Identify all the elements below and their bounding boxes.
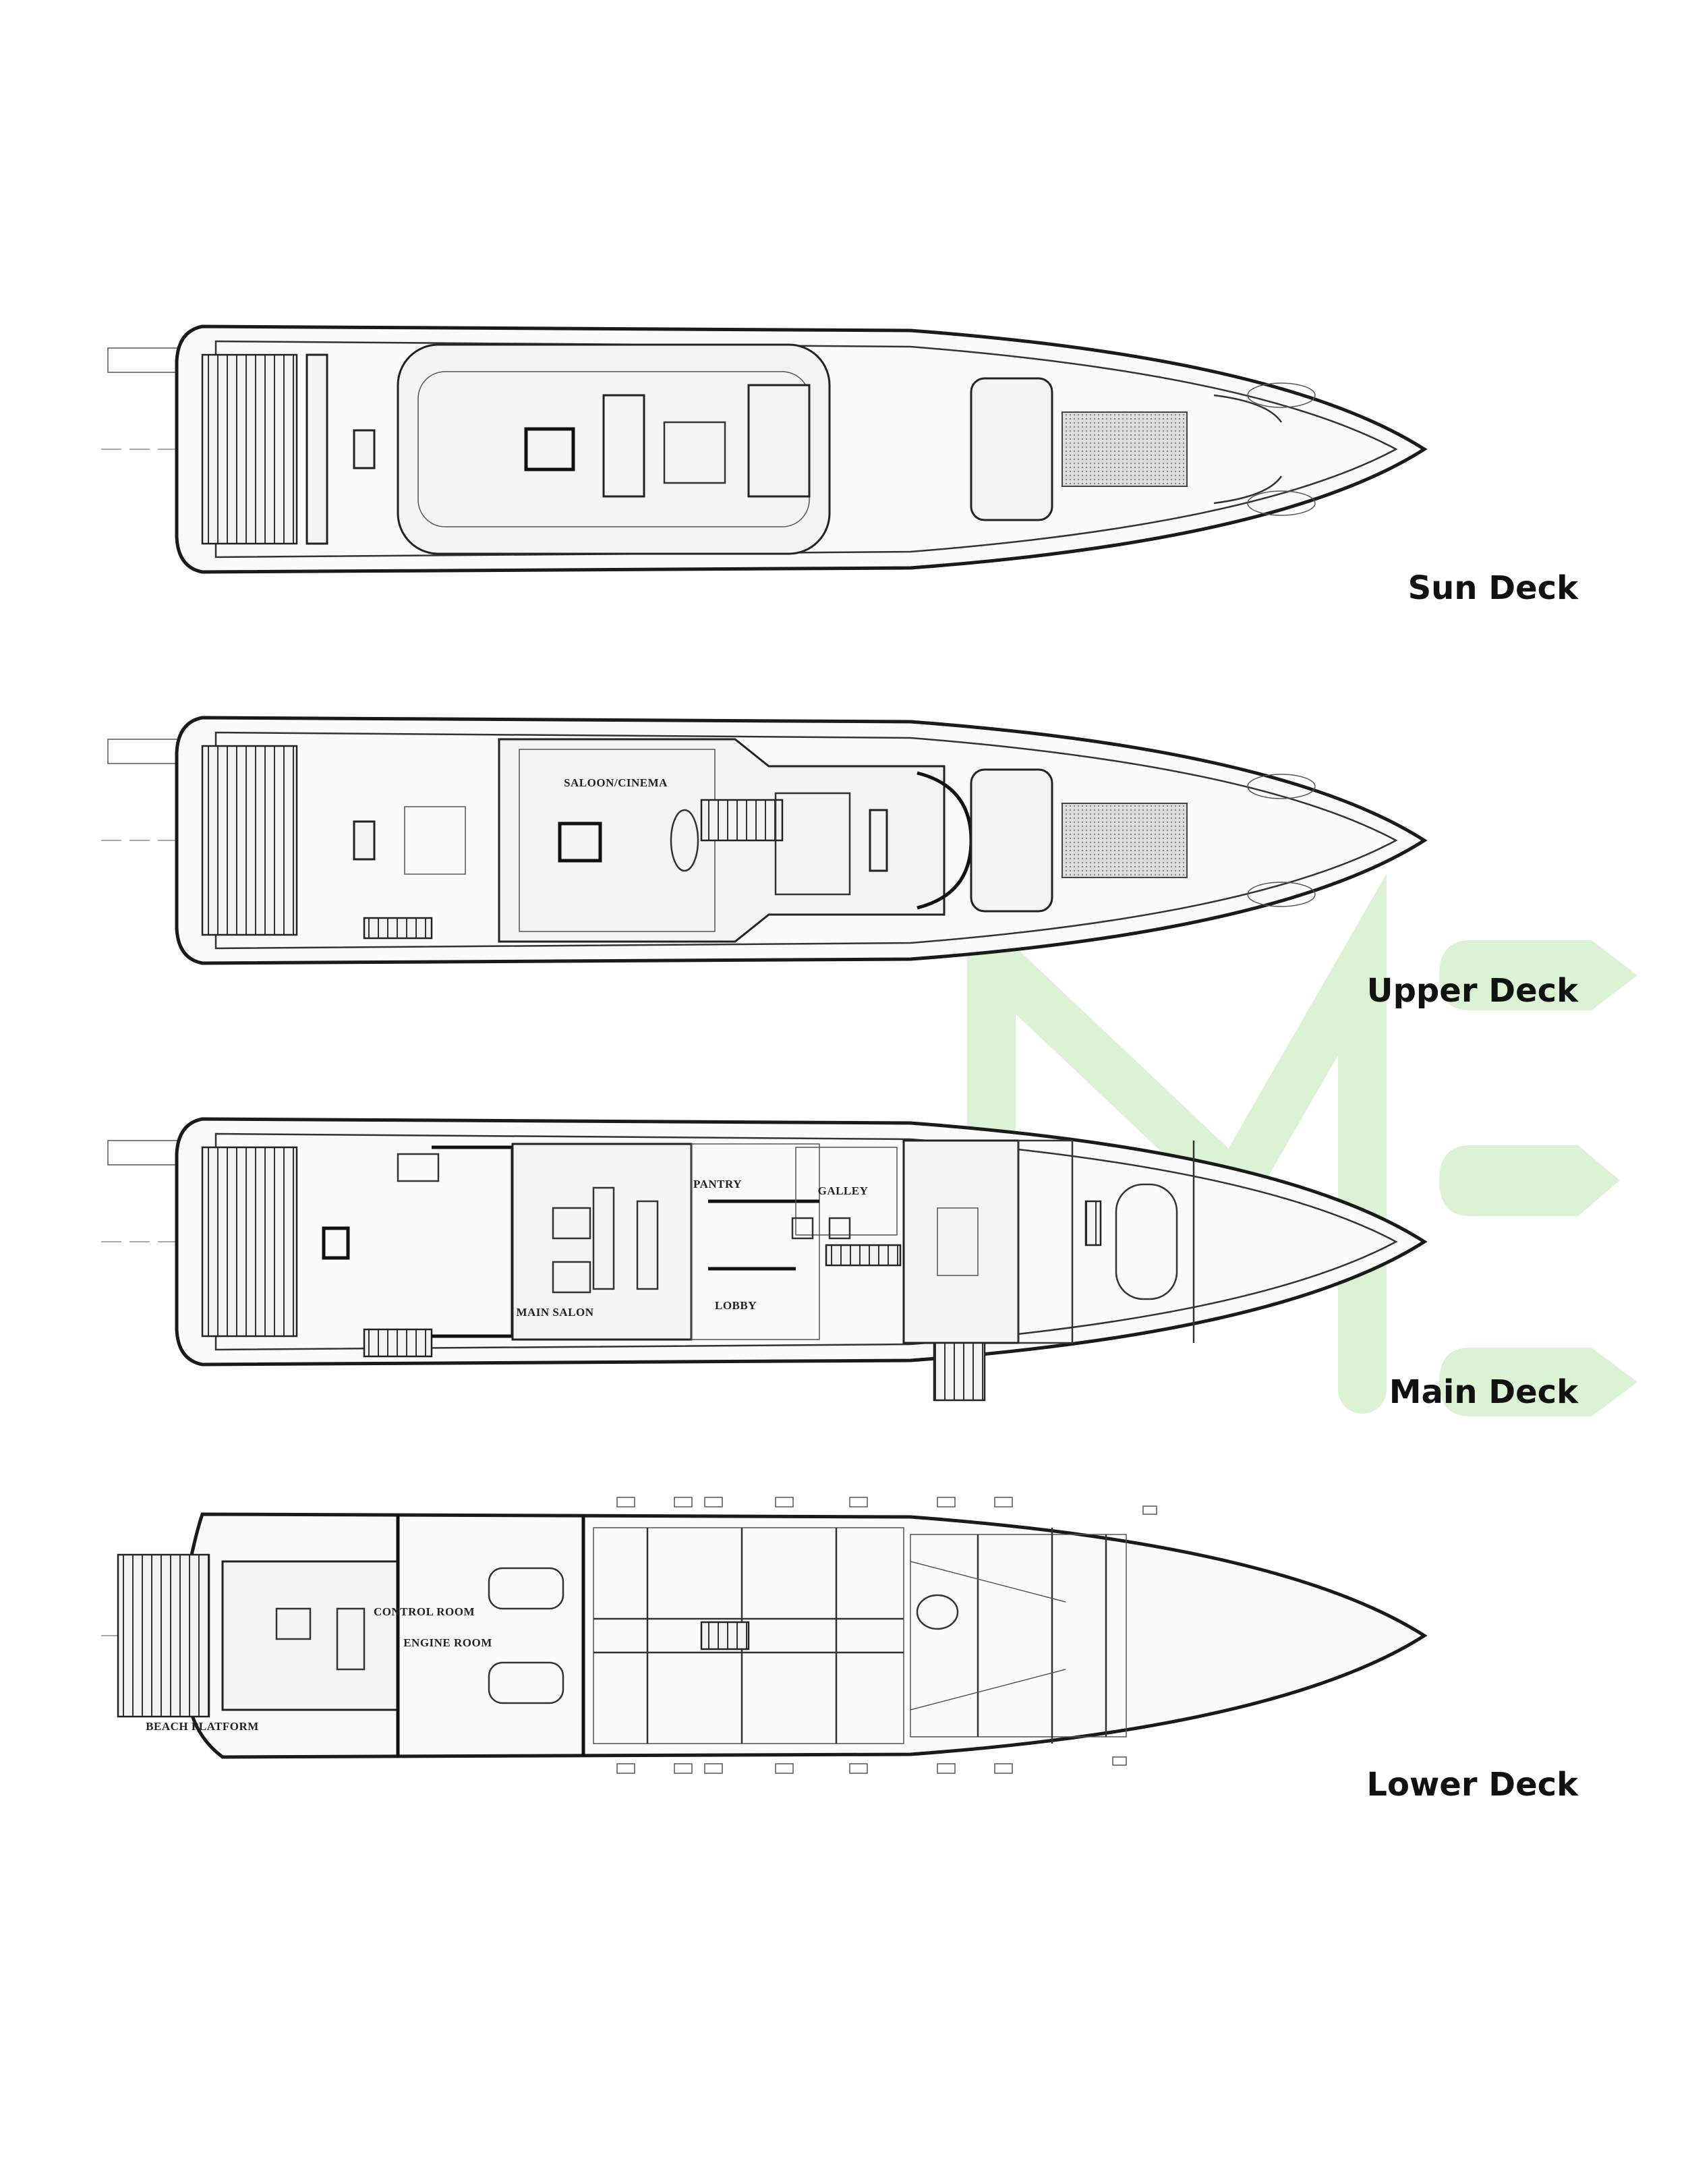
bow-pool (1115, 1183, 1178, 1300)
lower-deck-plan: CONTROL ROOM ENGINE ROOM BEACH PLATFORM (101, 1497, 1430, 1774)
room-label: SALOON/CINEMA (564, 776, 668, 789)
room-label: CONTROL ROOM (374, 1605, 475, 1618)
room-label: BEACH PLATFORM (146, 1720, 259, 1733)
beach-platform (117, 1553, 210, 1718)
gangway (933, 1342, 986, 1402)
room-label: MAIN SALON (516, 1306, 593, 1319)
stern-stairs (201, 353, 298, 545)
watermark-bar (1439, 940, 1637, 1010)
watermark-bar (1439, 1348, 1637, 1416)
upper-deck-plan: SALOON/CINEMA (101, 718, 1430, 963)
deck-label-main: Main Deck (1389, 1373, 1579, 1411)
room-label: LOBBY (715, 1299, 757, 1312)
main-deck-plan: MAIN SALON PANTRY LOBBY GALLEY (101, 1119, 1430, 1402)
deck-label-upper: Upper Deck (1367, 972, 1579, 1010)
room-label: PANTRY (693, 1178, 742, 1190)
owner-suite (902, 1139, 1020, 1344)
watermark-bar (1439, 1145, 1620, 1216)
room-label: ENGINE ROOM (403, 1636, 492, 1649)
room-label: GALLEY (818, 1184, 869, 1197)
stern-stairs (201, 745, 298, 936)
deck-label-sun: Sun Deck (1408, 569, 1579, 607)
stern-stairs (201, 1146, 298, 1338)
portholes (616, 1497, 1157, 1774)
sun-deck-plan (101, 326, 1430, 572)
main-salon (511, 1143, 693, 1341)
deck-label-lower: Lower Deck (1366, 1766, 1579, 1804)
